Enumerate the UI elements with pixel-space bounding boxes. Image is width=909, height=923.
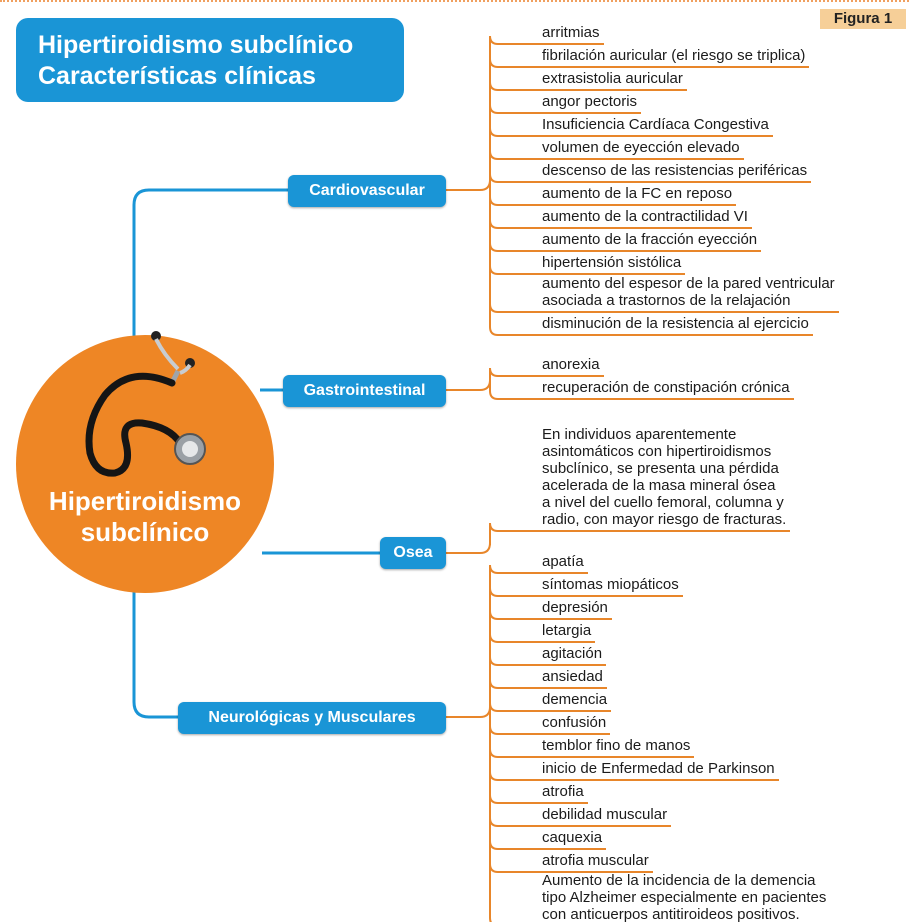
item-line: inicio de Enfermedad de Parkinson [542, 760, 775, 777]
item-cardio: hipertensión sistólica [542, 254, 681, 271]
item-line: ansiedad [542, 668, 603, 685]
item-line: subclínico, se presenta una pérdida [542, 460, 779, 477]
item-line: En individuos aparentemente [542, 426, 737, 443]
item-cardio: aumento de la contractilidad VI [542, 208, 748, 225]
item-line: a nivel del cuello femoral, columna y [542, 494, 784, 511]
item-cardio: descenso de las resistencias periféricas [542, 162, 807, 179]
item-neuro: caquexia [542, 829, 602, 846]
item-neuro: confusión [542, 714, 606, 731]
trunk-neuro [132, 590, 178, 719]
item-neuro: atrofia [542, 783, 584, 800]
item-neuro: agitación [542, 645, 602, 662]
item-line: hipertensión sistólica [542, 254, 682, 271]
item-neuro: debilidad muscular [542, 806, 667, 823]
item-cardio: Insuficiencia Cardíaca Congestiva [542, 116, 769, 133]
item-underline [489, 326, 813, 336]
item-neuro: atrofia muscular [542, 852, 649, 869]
item-neuro: síntomas miopáticos [542, 576, 679, 593]
title-line-1: Hipertiroidismo subclínico [38, 31, 354, 59]
item-line: anorexia [542, 356, 600, 373]
center-line-2: subclínico [80, 517, 210, 547]
item-line: Aumento de la incidencia de la demencia [542, 872, 816, 889]
item-line: confusión [542, 714, 607, 731]
item-line: disminución de la resistencia al ejercic… [542, 315, 809, 332]
branch-hub [446, 179, 491, 191]
item-line: síntomas miopáticos [542, 576, 679, 593]
item-line: acelerada de la masa mineral ósea [542, 477, 776, 494]
item-cardio: extrasistolia auricular [542, 70, 683, 87]
branch-hub [446, 542, 491, 554]
item-line: apatía [542, 553, 584, 570]
item-cardio: disminución de la resistencia al ejercic… [542, 315, 809, 332]
top-dotted-border [0, 0, 909, 2]
item-line: asintomáticos con hipertiroidismos [542, 443, 772, 460]
item-line: recuperación de constipación crónica [542, 379, 790, 396]
item-underline [489, 390, 794, 400]
branch-hub [446, 379, 491, 391]
figure-label: Figura 1 [820, 9, 906, 29]
item-line: radio, con mayor riesgo de fracturas. [542, 511, 787, 528]
item-line: aumento del espesor de la pared ventricu… [542, 275, 835, 292]
category-gastrointestinal: Gastrointestinal [283, 375, 446, 407]
stethoscope-icon [85, 331, 206, 477]
item-line: Insuficiencia Cardíaca Congestiva [542, 116, 769, 133]
center-label: Hipertiroidismo subclínico [20, 486, 270, 548]
item-underline [489, 917, 492, 922]
branch-lines [446, 35, 839, 922]
item-neuro: depresión [542, 599, 608, 616]
category-cardiovascular: Cardiovascular [288, 175, 446, 207]
item-line: asociada a trastornos de la relajación [542, 292, 791, 309]
item-line: fibrilación auricular (el riesgo se trip… [542, 47, 806, 64]
item-cardio: volumen de eyección elevado [542, 139, 740, 156]
item-line: temblor fino de manos [542, 737, 691, 754]
center-line-1: Hipertiroidismo [48, 486, 242, 516]
category-neurologicas-musculares: Neurológicas y Musculares [178, 702, 446, 734]
item-line: angor pectoris [542, 93, 638, 110]
diagram-title: Hipertiroidismo subclínico Característic… [16, 18, 404, 102]
item-line: aumento de la contractilidad VI [542, 208, 748, 225]
item-neuro: temblor fino de manos [542, 737, 690, 754]
branch-hub [446, 706, 491, 718]
item-line: atrofia [542, 783, 584, 800]
item-cardio: fibrilación auricular (el riesgo se trip… [542, 47, 805, 64]
item-gastro: anorexia [542, 356, 600, 373]
item-line: depresión [542, 599, 608, 616]
item-neuro: ansiedad [542, 668, 603, 685]
item-line: extrasistolia auricular [542, 70, 683, 87]
item-cardio: aumento de la fracción eyección [542, 231, 757, 248]
item-neuro: inicio de Enfermedad de Parkinson [542, 760, 775, 777]
item-line: letargia [542, 622, 592, 639]
item-line: caquexia [542, 829, 603, 846]
item-line: agitación [542, 645, 603, 662]
item-line: aumento de la fracción eyección [542, 231, 758, 248]
item-neuro: demencia [542, 691, 607, 708]
item-cardio: angor pectoris [542, 93, 637, 110]
item-line: con anticuerpos antitiroideos positivos. [542, 906, 800, 923]
item-line: aumento de la FC en reposo [542, 185, 733, 202]
item-cardio: arritmias [542, 24, 600, 41]
item-line: tipo Alzheimer especialmente en paciente… [542, 889, 827, 906]
item-line: demencia [542, 691, 608, 708]
item-gastro: recuperación de constipación crónica [542, 379, 790, 396]
item-cardio: aumento de la FC en reposo [542, 185, 732, 202]
trunk-cardio [132, 188, 288, 340]
item-cardio: aumento del espesor de la pared ventricu… [542, 275, 835, 309]
item-line: arritmias [542, 24, 600, 41]
item-neuro: apatía [542, 553, 584, 570]
item-line: atrofia muscular [542, 852, 649, 869]
item-line: volumen de eyección elevado [542, 139, 740, 156]
item-line: descenso de las resistencias periféricas [542, 162, 808, 179]
title-line-2: Características clínicas [38, 62, 316, 90]
category-osea: Osea [380, 537, 446, 569]
item-line: debilidad muscular [542, 806, 668, 823]
item-neuro: letargia [542, 622, 591, 639]
